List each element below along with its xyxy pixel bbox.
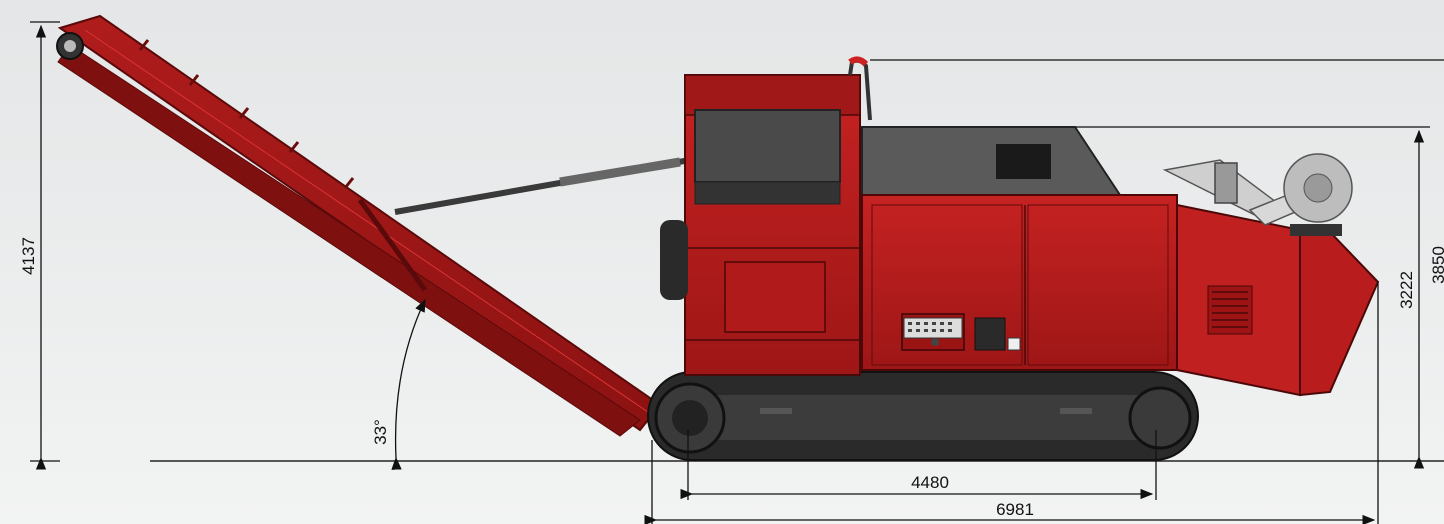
label-33deg: 33° — [371, 419, 390, 445]
label-4137: 4137 — [19, 237, 38, 275]
dim-overall-height: 3850 — [870, 59, 1444, 284]
discharge-unit — [1162, 153, 1380, 397]
conveyor — [56, 14, 691, 437]
main-body — [861, 194, 1178, 371]
dim-overall-length: 6981 — [644, 282, 1379, 524]
label-3222: 3222 — [1397, 271, 1416, 309]
display-screen-icon — [974, 317, 1006, 351]
label-6981: 6981 — [996, 500, 1034, 519]
crawler-track — [647, 371, 1199, 461]
dim-machine-height: 3222 — [1075, 126, 1430, 469]
dim-track-length: 4480 — [680, 430, 1157, 500]
dim-conveyor-angle: 33° — [371, 298, 426, 470]
hopper — [660, 56, 872, 376]
label-3850: 3850 — [1429, 246, 1444, 284]
dim-conveyor-height: 4137 — [19, 21, 60, 470]
label-4480: 4480 — [911, 473, 949, 492]
engine-hood — [861, 126, 1122, 196]
